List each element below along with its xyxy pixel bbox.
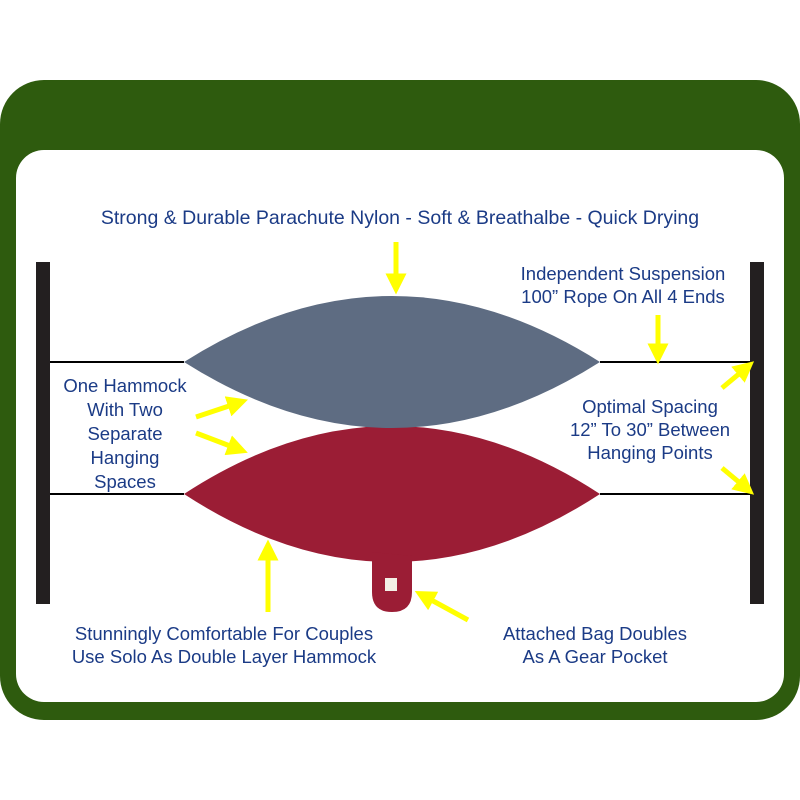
two-spaces-line-2: With Two bbox=[87, 399, 163, 420]
bag-label-line-2: As A Gear Pocket bbox=[522, 646, 668, 667]
couples-label-line-1: Stunningly Comfortable For Couples bbox=[74, 623, 374, 644]
spacing-label: Optimal Spacing 12” To 30” Between Hangi… bbox=[552, 395, 748, 464]
right-post bbox=[750, 262, 764, 604]
two-spaces-label: One Hammock With Two Separate Hanging Sp… bbox=[52, 374, 198, 494]
two-spaces-line-4: Hanging bbox=[90, 447, 160, 468]
left-post bbox=[36, 262, 50, 604]
fabric-label-text: Strong & Durable Parachute Nylon - Soft … bbox=[100, 207, 700, 229]
fabric-label: Strong & Durable Parachute Nylon - Soft … bbox=[40, 207, 760, 230]
bag-label-line-1: Attached Bag Doubles bbox=[502, 623, 688, 644]
spacing-label-line-2: 12” To 30” Between bbox=[569, 419, 731, 440]
couples-label-line-2: Use Solo As Double Layer Hammock bbox=[71, 646, 377, 667]
top-hammock-layer bbox=[184, 296, 600, 428]
spacing-label-line-1: Optimal Spacing bbox=[582, 396, 718, 417]
bottom-hammock-layer bbox=[184, 426, 600, 562]
yellow-arrow-icon bbox=[195, 396, 248, 420]
yellow-arrow-icon bbox=[414, 590, 470, 623]
suspension-label: Independent Suspension 100” Rope On All … bbox=[500, 262, 746, 308]
bag-logo-icon bbox=[385, 578, 397, 591]
two-spaces-line-1: One Hammock bbox=[63, 375, 187, 396]
spacing-label-line-3: Hanging Points bbox=[587, 442, 713, 463]
suspension-label-line-1: Independent Suspension bbox=[520, 263, 726, 284]
couples-label: Stunningly Comfortable For Couples Use S… bbox=[46, 622, 402, 668]
two-spaces-line-3: Separate bbox=[87, 423, 163, 444]
yellow-arrow-icon bbox=[195, 430, 248, 456]
yellow-arrow-icon bbox=[720, 361, 755, 390]
bag-label: Attached Bag Doubles As A Gear Pocket bbox=[482, 622, 708, 668]
arrows bbox=[195, 242, 755, 623]
suspension-label-line-2: 100” Rope On All 4 Ends bbox=[521, 286, 725, 307]
yellow-arrow-icon bbox=[720, 466, 755, 495]
two-spaces-line-5: Spaces bbox=[94, 471, 156, 492]
